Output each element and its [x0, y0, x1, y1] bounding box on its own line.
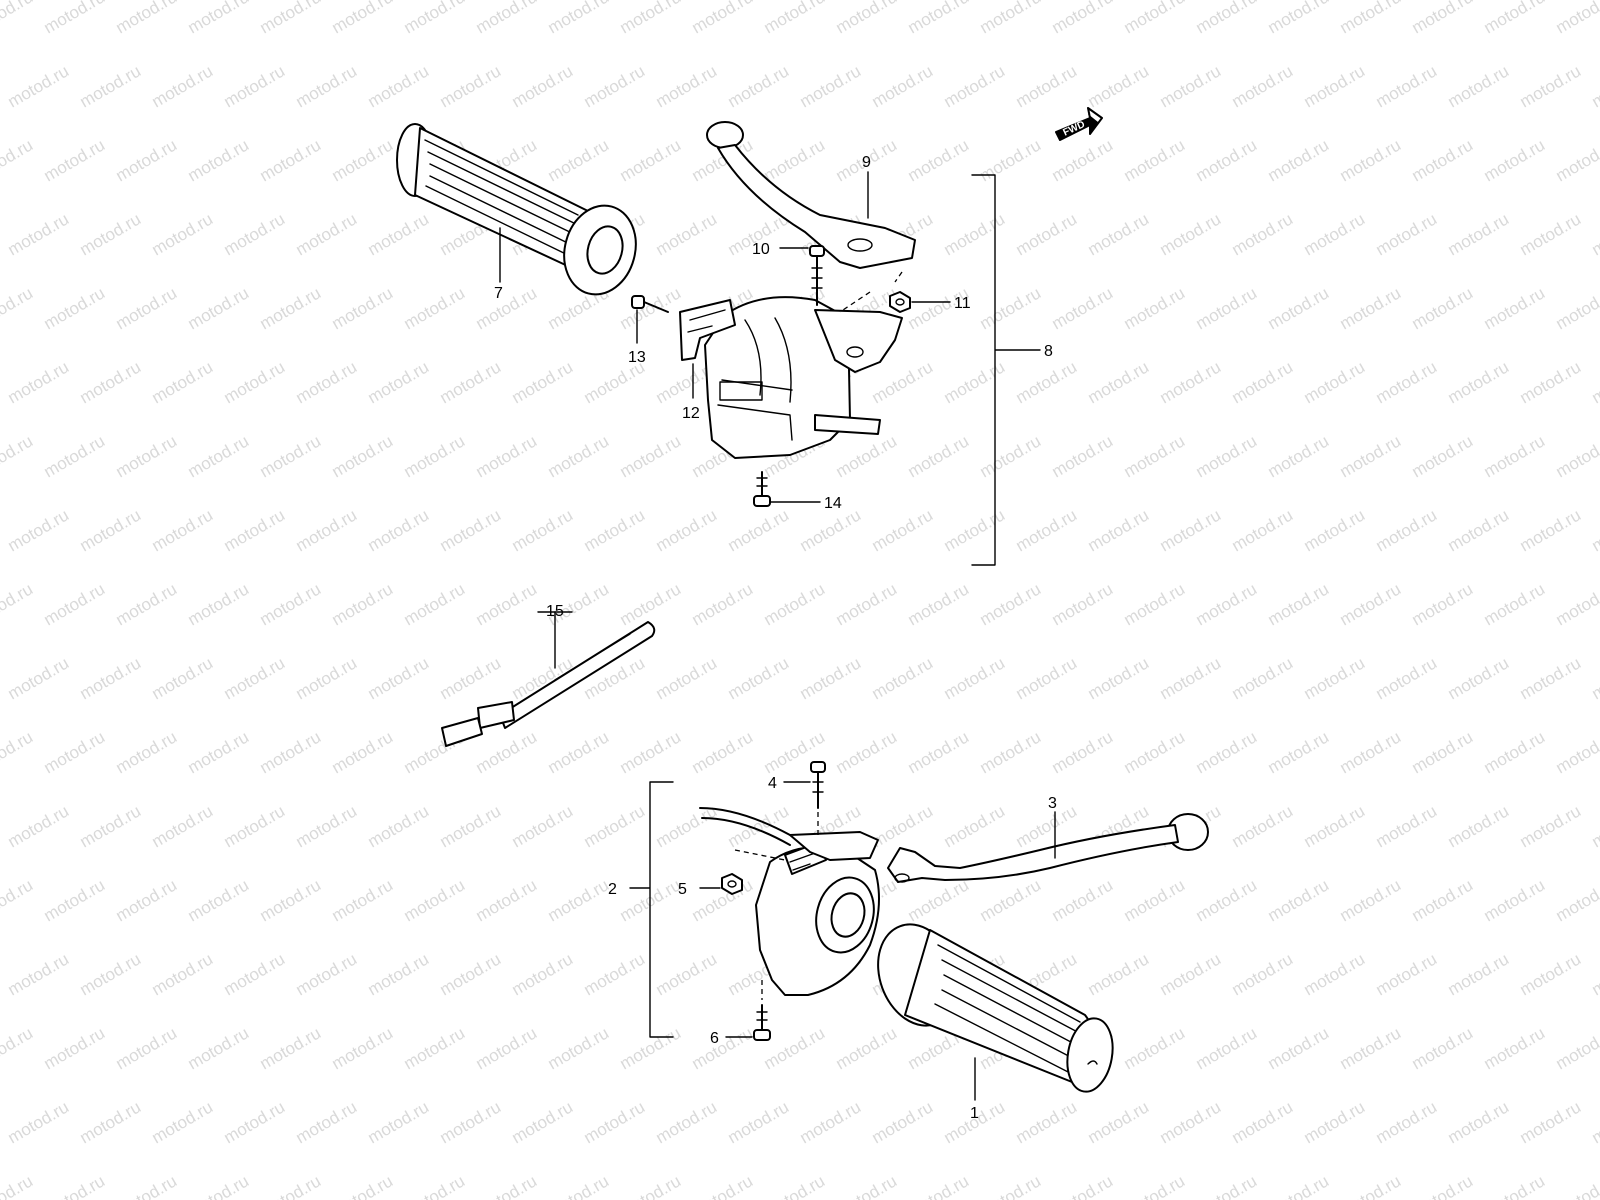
leader-lines: [499, 171, 1056, 1101]
callout-7: 7: [494, 285, 503, 302]
nut-11-part: [839, 271, 911, 313]
fwd-label: FWD: [1061, 119, 1086, 139]
callout-15: 15: [546, 603, 564, 620]
lever-upper-part: [706, 121, 916, 269]
bracket-2: [629, 781, 674, 1038]
callout-12: 12: [682, 405, 700, 422]
switch-housing-upper-part: [679, 296, 903, 459]
cable-tie-part: [441, 621, 656, 747]
callout-11: 11: [954, 295, 971, 312]
fwd-arrow-icon: FWD: [1055, 107, 1103, 141]
callout-labels: 1 2 3 4 5 6 7 8 9 10 11 12 13 14 15: [494, 154, 1057, 1122]
screw-6-part: [753, 980, 771, 1041]
bracket-8: [971, 174, 1041, 566]
callout-14: 14: [824, 495, 842, 512]
grip-right-part: [877, 923, 1114, 1093]
lever-lower-part: [887, 813, 1209, 883]
nut-5-part: [721, 849, 786, 895]
callout-6: 6: [710, 1030, 719, 1047]
screw-4-part: [810, 761, 826, 835]
callout-10: 10: [752, 241, 770, 258]
callout-5: 5: [678, 881, 687, 898]
callout-8: 8: [1044, 343, 1053, 360]
callout-2: 2: [608, 881, 617, 898]
callout-9: 9: [862, 154, 871, 171]
grip-left-part: [396, 123, 637, 296]
switch-housing-lower-part: [699, 807, 880, 996]
callout-3: 3: [1048, 795, 1057, 812]
callout-1: 1: [970, 1105, 979, 1122]
screw-14-part: [753, 471, 771, 507]
screw-13-part: [631, 295, 669, 313]
callout-4: 4: [768, 775, 777, 792]
screw-10-part: [809, 245, 825, 306]
callout-13: 13: [628, 349, 646, 366]
